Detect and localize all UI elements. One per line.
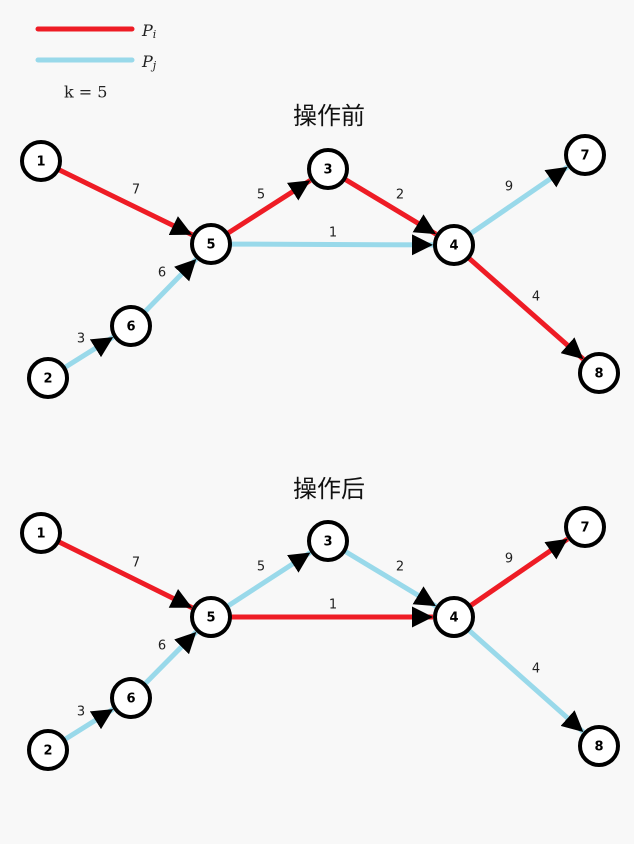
node-3: 3 xyxy=(307,520,349,562)
edge-weight-label: 7 xyxy=(132,556,140,571)
diagram-before: 操作前 7 3 6 5 1 2 9 4 1 2 3 4 5 6 7 8 xyxy=(20,102,620,399)
node-circle xyxy=(564,134,606,176)
edge-5-3 xyxy=(226,550,312,609)
node-label: 5 xyxy=(206,238,215,253)
node-circle xyxy=(307,520,349,562)
edge-6-5 xyxy=(143,630,199,686)
edge-1-5 xyxy=(57,167,194,238)
edge-weight-label: 5 xyxy=(257,560,265,575)
node-circle xyxy=(564,506,606,548)
edge-weight-label: 3 xyxy=(77,332,85,347)
node-8: 8 xyxy=(578,352,620,394)
node-circle xyxy=(20,512,62,554)
edge-4-7 xyxy=(469,536,570,608)
edge-weight-label: 2 xyxy=(396,560,404,575)
diagram-after: 操作后 7 3 6 5 1 2 9 4 1 2 3 4 5 6 7 8 xyxy=(20,475,620,771)
edge-weight-label: 4 xyxy=(532,290,540,305)
edge-4-8 xyxy=(467,256,585,361)
node-circle xyxy=(27,357,69,399)
k-value-label: k = 5 xyxy=(64,83,107,102)
node-5: 5 xyxy=(190,596,232,638)
node-circle xyxy=(27,729,69,771)
node-circle xyxy=(190,596,232,638)
edge-weight-label: 5 xyxy=(257,188,265,203)
edge-3-4 xyxy=(343,549,438,609)
node-label: 3 xyxy=(323,163,332,178)
node-7: 7 xyxy=(564,134,606,176)
node-3: 3 xyxy=(307,148,349,190)
node-circle xyxy=(578,725,620,767)
node-label: 7 xyxy=(580,521,589,536)
node-7: 7 xyxy=(564,506,606,548)
edge-weight-label: 3 xyxy=(77,705,85,720)
node-label: 3 xyxy=(323,535,332,550)
diagram-title: 操作后 xyxy=(293,475,365,503)
node-6: 6 xyxy=(110,305,152,347)
node-label: 8 xyxy=(594,740,603,755)
edge-weight-label: 1 xyxy=(329,598,337,613)
node-circle xyxy=(307,148,349,190)
node-circle xyxy=(433,596,475,638)
node-4: 4 xyxy=(433,596,475,638)
node-label: 1 xyxy=(36,155,45,170)
node-circle xyxy=(433,224,475,266)
node-2: 2 xyxy=(27,729,69,771)
node-1: 1 xyxy=(20,140,62,182)
diagram-title: 操作前 xyxy=(293,102,365,130)
node-circle xyxy=(578,352,620,394)
legend-label-pj: Pj xyxy=(141,52,157,72)
node-label: 5 xyxy=(206,611,215,626)
edge-weight-label: 7 xyxy=(132,183,140,198)
edge-2-6 xyxy=(63,335,115,370)
node-circle xyxy=(110,305,152,347)
node-circle xyxy=(190,223,232,265)
edge-weight-label: 9 xyxy=(505,552,513,567)
node-label: 2 xyxy=(43,372,52,387)
edge-weight-label: 6 xyxy=(158,266,166,281)
node-label: 6 xyxy=(126,692,135,707)
node-circle xyxy=(110,677,152,719)
legend: Pi Pj k = 5 xyxy=(35,21,157,102)
edge-5-3 xyxy=(226,178,312,236)
edge-weight-label: 1 xyxy=(329,226,337,241)
diagrams: 操作前 7 3 6 5 1 2 9 4 1 2 3 4 5 6 7 8 操作后 7 3 6 5 1 2 9 4 1 2 3 4 5 6 7 8 xyxy=(20,102,620,771)
edge-weight-label: 4 xyxy=(532,662,540,677)
node-5: 5 xyxy=(190,223,232,265)
edge-weight-label: 9 xyxy=(505,180,513,195)
node-circle xyxy=(20,140,62,182)
node-label: 6 xyxy=(126,320,135,335)
edge-1-5 xyxy=(57,539,194,610)
node-label: 7 xyxy=(580,149,589,164)
node-label: 4 xyxy=(449,611,458,626)
edge-3-4 xyxy=(343,177,438,237)
edge-4-7 xyxy=(469,164,570,236)
node-6: 6 xyxy=(110,677,152,719)
edge-weight-label: 6 xyxy=(158,639,166,654)
node-label: 4 xyxy=(449,239,458,254)
node-label: 1 xyxy=(36,527,45,542)
edge-2-6 xyxy=(63,707,115,742)
node-label: 2 xyxy=(43,744,52,759)
edge-6-5 xyxy=(143,257,199,314)
node-label: 8 xyxy=(594,367,603,382)
edge-4-8 xyxy=(467,628,585,734)
edge-weight-label: 2 xyxy=(396,188,404,203)
edge-5-4 xyxy=(230,234,434,256)
legend-label-pi: Pi xyxy=(141,21,156,41)
node-4: 4 xyxy=(433,224,475,266)
node-2: 2 xyxy=(27,357,69,399)
node-1: 1 xyxy=(20,512,62,554)
node-8: 8 xyxy=(578,725,620,767)
